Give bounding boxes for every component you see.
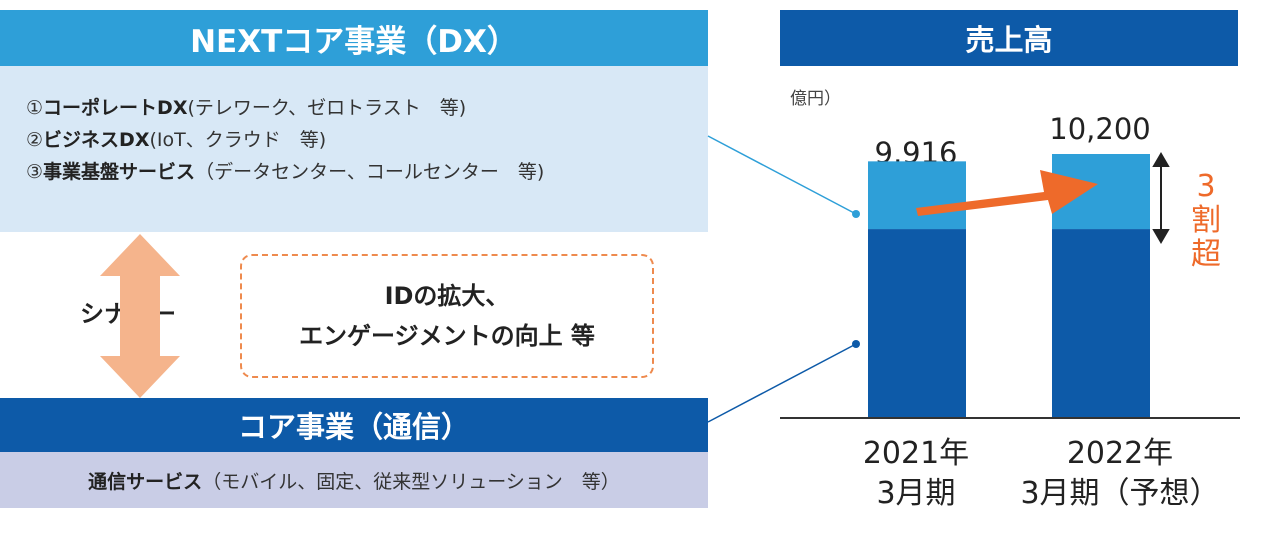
next-core-title: NEXTコア事業（DX） bbox=[190, 23, 518, 60]
item-title: ビジネスDX bbox=[43, 129, 150, 151]
item-title: コーポレートDX bbox=[43, 97, 188, 119]
core-business-header: コア事業（通信） bbox=[0, 398, 708, 452]
connector-next-line bbox=[707, 135, 857, 215]
next-core-item-2: ②ビジネスDX(IoT、クラウド 等) bbox=[26, 124, 708, 156]
sales-title: 売上高 bbox=[965, 23, 1053, 57]
growth-note-char: 割 bbox=[1191, 203, 1221, 238]
growth-arrow bbox=[916, 170, 1098, 216]
next-core-item-1: ①コーポレートDX(テレワーク、ゼロトラスト 等) bbox=[26, 92, 708, 124]
synergy-double-arrow bbox=[100, 234, 180, 398]
x-tick-label-2022: 2022年 3月期（予想） bbox=[1000, 434, 1240, 514]
core-service-detail: （モバイル、固定、従来型ソリューション 等） bbox=[202, 470, 620, 493]
item-number: ② bbox=[26, 129, 44, 151]
bar-total-label-2022: 10,200 bbox=[1049, 112, 1151, 146]
growth-note-char: 3 bbox=[1196, 169, 1216, 204]
core-service-title: 通信サービス bbox=[88, 470, 203, 493]
synergy-effects-box: IDの拡大、 エンゲージメントの向上 等 bbox=[240, 254, 654, 378]
item-title: 事業基盤サービス bbox=[43, 161, 196, 183]
item-number: ③ bbox=[26, 161, 44, 183]
x-tick-period: 3月期 bbox=[876, 476, 956, 511]
connector-core-dot bbox=[852, 340, 860, 348]
connector-next-dot bbox=[852, 210, 860, 218]
item-detail: （データセンター、コールセンター 等) bbox=[195, 161, 545, 183]
item-detail: (テレワーク、ゼロトラスト 等) bbox=[187, 97, 467, 119]
x-tick-label-2021: 2021年 3月期 bbox=[836, 434, 996, 514]
item-number: ① bbox=[26, 97, 44, 119]
unit-label: 億円） bbox=[790, 89, 841, 109]
core-business-body: 通信サービス（モバイル、固定、従来型ソリューション 等） bbox=[0, 452, 708, 508]
item-detail: (IoT、クラウド 等) bbox=[149, 129, 327, 151]
connector-core-line bbox=[707, 343, 857, 423]
next-core-header: NEXTコア事業（DX） bbox=[0, 10, 708, 66]
synergy-line-2: エンゲージメントの向上 等 bbox=[299, 322, 595, 350]
bar-next-0 bbox=[868, 161, 966, 230]
x-tick-year: 2021年 bbox=[862, 436, 970, 471]
next-core-item-3: ③事業基盤サービス（データセンター、コールセンター 等) bbox=[26, 156, 708, 188]
x-tick-year: 2022年 bbox=[1066, 436, 1174, 471]
next-core-body: ①コーポレートDX(テレワーク、ゼロトラスト 等) ②ビジネスDX(IoT、クラ… bbox=[0, 66, 708, 232]
x-tick-period: 3月期（予想） bbox=[1020, 476, 1220, 511]
growth-bracket bbox=[1152, 152, 1170, 244]
sales-header: 売上高 bbox=[780, 10, 1238, 66]
synergy-line-1: IDの拡大、 bbox=[384, 282, 510, 310]
bar-core-1 bbox=[1052, 229, 1150, 418]
growth-note: 3 割 超 bbox=[1188, 170, 1224, 272]
growth-note-char: 超 bbox=[1191, 237, 1221, 272]
bar-core-0 bbox=[868, 229, 966, 418]
core-business-title: コア事業（通信） bbox=[237, 410, 470, 444]
